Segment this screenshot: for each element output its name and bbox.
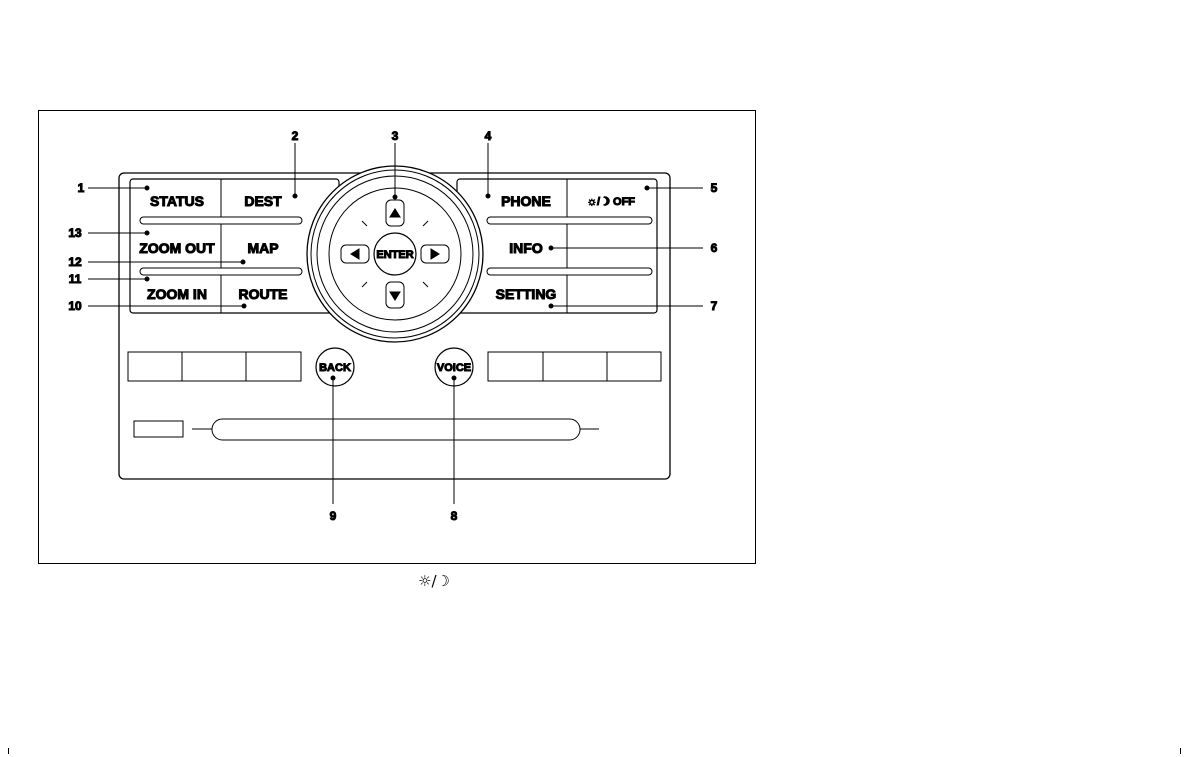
- callout-9: 9: [330, 509, 337, 523]
- route-button[interactable]: ROUTE: [239, 286, 288, 302]
- leader-dot: [486, 194, 490, 198]
- info-button[interactable]: INFO: [509, 240, 543, 256]
- callout-7: 7: [711, 299, 718, 313]
- callout-3: 3: [392, 129, 399, 143]
- zoom-out-button[interactable]: ZOOM OUT: [139, 240, 215, 256]
- leader-dot: [145, 277, 149, 281]
- callout-8: 8: [451, 509, 458, 523]
- leader-dot: [331, 376, 335, 380]
- leader-dot: [549, 304, 553, 308]
- right-slot-lower: [487, 268, 652, 275]
- preset-buttons-left: [128, 352, 301, 381]
- day-night-icon: ☼/☽: [418, 572, 450, 590]
- left-slot-lower: [140, 268, 302, 275]
- callout-10: 10: [68, 299, 82, 313]
- back-label: BACK: [319, 362, 351, 374]
- leader-dot: [393, 195, 397, 199]
- voice-label: VOICE: [437, 362, 471, 374]
- leader-dot: [145, 186, 149, 190]
- navigation-control-panel-diagram: STATUS DEST ZOOM OUT MAP ZOOM IN ROUTE P…: [39, 111, 757, 565]
- leader-dot: [241, 260, 245, 264]
- crop-mark: [8, 748, 9, 754]
- leader-dot: [293, 194, 297, 198]
- callout-5: 5: [711, 181, 718, 195]
- crop-mark: [1180, 748, 1181, 754]
- callout-12: 12: [68, 255, 82, 269]
- callout-2: 2: [292, 129, 299, 143]
- map-button[interactable]: MAP: [247, 240, 278, 256]
- zoom-in-button[interactable]: ZOOM IN: [147, 286, 207, 302]
- callout-1: 1: [78, 181, 85, 195]
- preset-row-left: [128, 352, 301, 381]
- diagram-frame: STATUS DEST ZOOM OUT MAP ZOOM IN ROUTE P…: [38, 110, 756, 564]
- preset-row-right: [488, 352, 661, 381]
- callout-4: 4: [485, 129, 492, 143]
- leader-dot: [645, 186, 649, 190]
- leader-dot: [145, 231, 149, 235]
- leader-dot: [242, 304, 246, 308]
- left-slot-upper: [140, 217, 302, 224]
- preset-buttons-right: [488, 352, 661, 381]
- right-slot-upper: [487, 217, 652, 224]
- dest-button[interactable]: DEST: [244, 193, 282, 209]
- callout-13: 13: [68, 226, 82, 240]
- status-button[interactable]: STATUS: [150, 193, 204, 209]
- callout-6: 6: [711, 241, 718, 255]
- eject-button[interactable]: [134, 421, 183, 437]
- enter-label: ENTER: [376, 249, 413, 261]
- brightness-off-button[interactable]: ☼/☽ OFF: [587, 196, 635, 208]
- leader-dot: [452, 376, 456, 380]
- setting-button[interactable]: SETTING: [496, 286, 557, 302]
- phone-button[interactable]: PHONE: [501, 193, 551, 209]
- callout-11: 11: [69, 272, 82, 286]
- leader-dot: [549, 246, 553, 250]
- disc-slot: [212, 419, 580, 440]
